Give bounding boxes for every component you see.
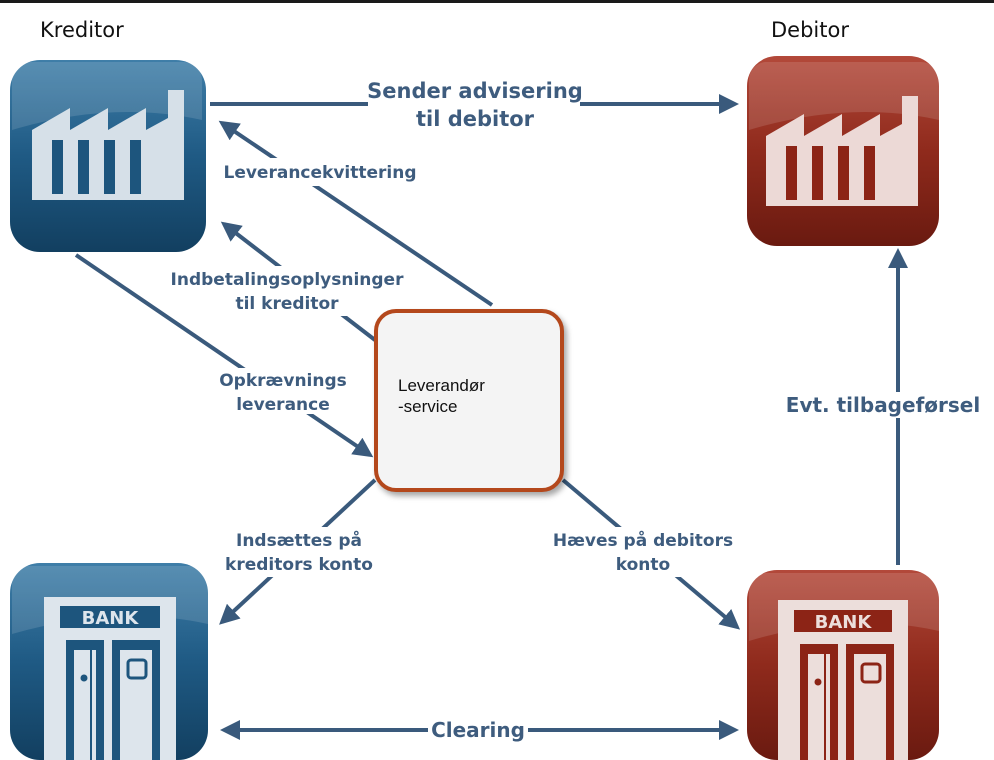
top-rule	[0, 0, 994, 3]
debitor-title: Debitor	[771, 18, 849, 42]
kreditor-bank-icon: BANK	[10, 563, 209, 760]
debitor-factory-icon	[747, 56, 939, 246]
labels: Sender advisering til debitor Leverancek…	[171, 79, 981, 742]
label-leverancekvittering: Leverancekvittering	[223, 163, 416, 183]
leverandorservice-line2: -service	[398, 397, 458, 416]
label-clearing: Clearing	[431, 718, 525, 742]
leverandorservice-label: Leverandør -service	[398, 375, 485, 417]
label-sender-advisering: Sender advisering	[367, 79, 583, 103]
label-opkraevnings: Opkrævnings	[219, 371, 347, 391]
debitor-bank-icon: BANK	[747, 570, 939, 760]
label-kreditors-konto: kreditors konto	[225, 555, 373, 575]
label-til-kreditor: til kreditor	[235, 294, 339, 314]
label-leverance: leverance	[236, 395, 330, 415]
label-konto: konto	[616, 555, 670, 575]
debitor-bank-sign: BANK	[815, 612, 873, 633]
label-indsaettes-pa: Indsættes på	[236, 529, 362, 551]
leverandorservice-box: Leverandør -service	[374, 309, 564, 492]
leverandorservice-line1: Leverandør	[398, 376, 485, 395]
kreditor-bank-sign: BANK	[82, 608, 140, 629]
arrow-opkraevnings-leverance	[74, 253, 374, 458]
label-til-debitor: til debitor	[416, 107, 535, 131]
kreditor-factory-icon	[10, 60, 206, 252]
label-tilbageforsel: Evt. tilbageførsel	[786, 393, 980, 417]
label-indbetalingsoplysninger: Indbetalingsoplysninger	[171, 270, 405, 290]
kreditor-title: Kreditor	[40, 18, 124, 42]
label-haeves-pa-debitors: Hæves på debitors	[553, 529, 733, 551]
arrow-leverancekvittering	[218, 120, 494, 307]
